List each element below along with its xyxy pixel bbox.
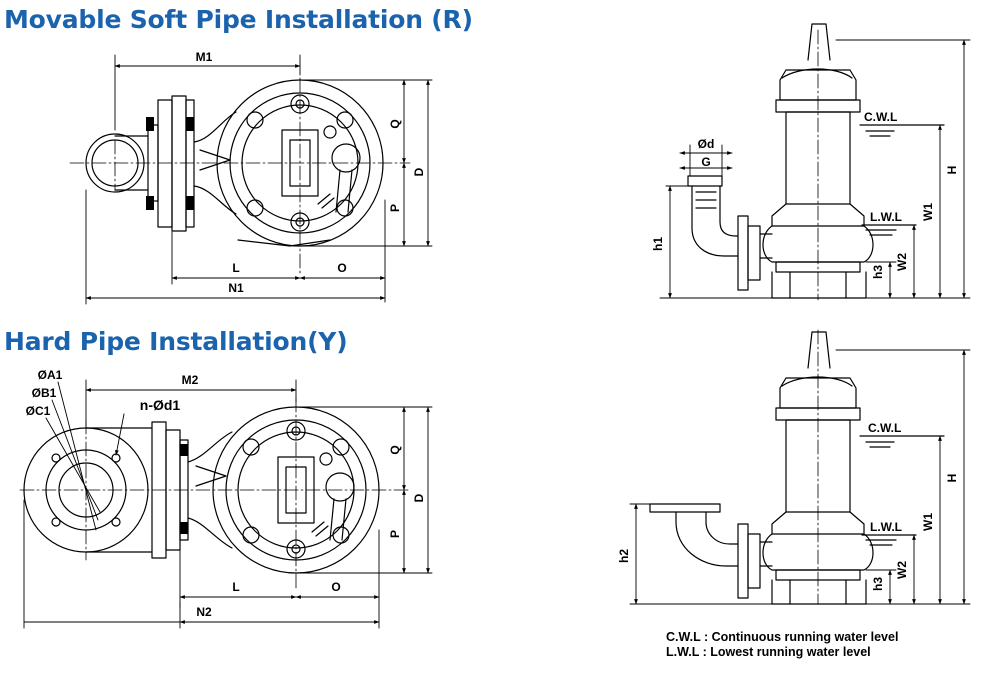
plan-y-label-d: D	[412, 493, 426, 502]
plan-y-label-nd1: n-Ød1	[140, 397, 181, 413]
side-view-hard-pipe: h2 h3 W2 W1 H C.W.L L.W.L	[617, 329, 971, 605]
side-y-outlet-pipe	[649, 503, 773, 599]
plan-y-label-l: L	[232, 580, 239, 594]
plan-y-dimensions	[23, 379, 433, 629]
plan-y-label-q: Q	[388, 445, 402, 454]
plan-r-label-p: P	[388, 204, 402, 212]
side-y-dimensions	[629, 349, 971, 605]
side-view-soft-pipe: Ød G h1 h3 W2 W1 H C.W.L L.W.L	[651, 23, 971, 301]
plan-y-label-c1: ØC1	[26, 404, 51, 418]
legend-lwl: L.W.L : Lowest running water level	[666, 645, 871, 659]
side-r-label-lwl: L.W.L	[870, 210, 902, 224]
plan-r-centerlines	[69, 77, 411, 276]
plan-r-hose-pipe	[85, 95, 237, 232]
side-y-label-w1: W1	[921, 513, 935, 531]
side-r-label-cwl: C.W.L	[864, 110, 897, 124]
side-y-label-h3: h3	[871, 577, 885, 591]
plan-y-label-a1: ØA1	[38, 368, 63, 382]
side-r-label-h3: h3	[871, 265, 885, 279]
side-r-label-g: G	[701, 155, 710, 169]
legend-cwl: C.W.L : Continuous running water level	[666, 630, 899, 644]
plan-r-label-n1: N1	[228, 281, 244, 295]
plan-view-hard-pipe: ØA1 ØB1 ØC1 n-Ød1 M2 Q P D L O N2	[19, 368, 433, 629]
side-r-label-w2: W2	[895, 253, 909, 271]
plan-r-label-m1: M1	[196, 50, 213, 64]
side-y-water-levels	[859, 435, 945, 546]
side-y-label-h2: h2	[617, 549, 631, 563]
plan-y-label-n2: N2	[196, 605, 212, 619]
side-r-label-w1: W1	[921, 203, 935, 221]
plan-y-label-m2: M2	[182, 373, 199, 387]
side-y-label-cwl: C.W.L	[868, 421, 901, 435]
side-r-outlet-hose	[687, 175, 773, 291]
plan-r-label-l: L	[232, 261, 239, 275]
side-r-label-d: Ød	[698, 137, 715, 151]
plan-r-label-o: O	[337, 261, 346, 275]
side-y-label-w2: W2	[895, 561, 909, 579]
plan-r-label-q: Q	[388, 119, 402, 128]
side-y-label-h: H	[945, 474, 959, 483]
plan-view-soft-pipe: M1 Q P D L O N1	[69, 50, 433, 305]
plan-y-label-b1: ØB1	[32, 386, 57, 400]
side-r-water-levels	[859, 124, 945, 236]
side-y-pump	[762, 331, 874, 605]
title-soft-pipe-installation: Movable Soft Pipe Installation (R)	[4, 5, 473, 34]
plan-y-label-o: O	[331, 580, 340, 594]
side-r-label-h: H	[945, 166, 959, 175]
plan-y-label-p: P	[388, 530, 402, 538]
plan-r-label-d: D	[412, 167, 426, 176]
side-y-label-lwl: L.W.L	[870, 520, 902, 534]
plan-r-dimensions	[85, 54, 433, 305]
side-r-dimensions	[659, 39, 971, 299]
title-hard-pipe-installation: Hard Pipe Installation(Y)	[4, 327, 348, 356]
side-r-label-h1: h1	[651, 237, 665, 251]
